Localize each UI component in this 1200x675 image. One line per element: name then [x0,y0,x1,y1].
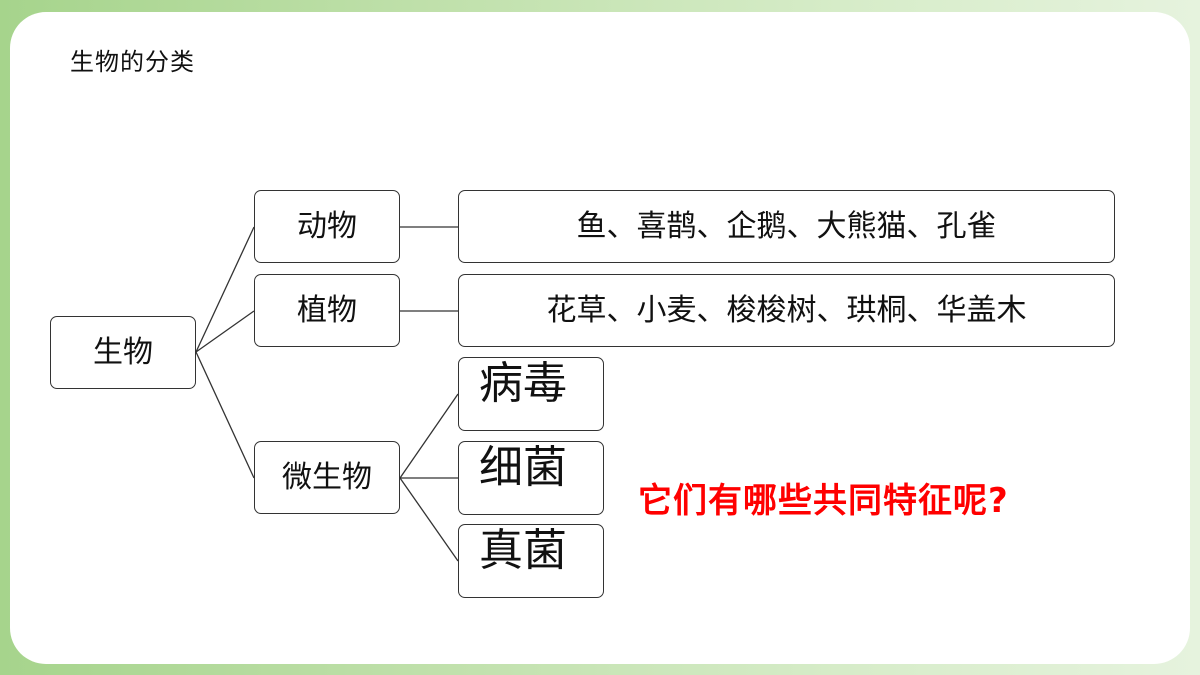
microbe-label-bacteria: 细菌 [479,442,567,493]
category-label-plant: 植物 [297,292,357,328]
microbe-node-virus: 病毒 [458,357,604,431]
microbe-label-virus: 病毒 [479,358,567,409]
microbe-node-fungi: 真菌 [458,524,604,598]
category-node-microbe: 微生物 [254,441,400,514]
connector-root-microbe [195,351,255,479]
examples-text-plant: 花草、小麦、梭梭树、珙桐、华盖木 [546,292,1027,328]
category-node-plant: 植物 [254,274,400,347]
connector-root-animal [195,226,255,353]
category-label-animal: 动物 [297,208,357,244]
question-text: 它们有哪些共同特征呢? [638,481,1009,521]
connector-microbe-fungi [399,477,459,562]
examples-node-animal: 鱼、喜鹊、企鹅、大熊猫、孔雀 [458,190,1115,263]
examples-node-plant: 花草、小麦、梭梭树、珙桐、华盖木 [458,274,1115,347]
root-node-label: 生物 [93,334,153,370]
category-node-animal: 动物 [254,190,400,263]
microbe-label-fungi: 真菌 [479,525,567,576]
microbe-node-bacteria: 细菌 [458,441,604,515]
category-label-microbe: 微生物 [282,459,372,495]
root-node: 生物 [50,316,196,389]
connector-root-plant [195,310,255,353]
examples-text-animal: 鱼、喜鹊、企鹅、大熊猫、孔雀 [576,208,997,244]
page-title: 生物的分类 [70,48,195,76]
connector-microbe-virus [399,393,459,479]
